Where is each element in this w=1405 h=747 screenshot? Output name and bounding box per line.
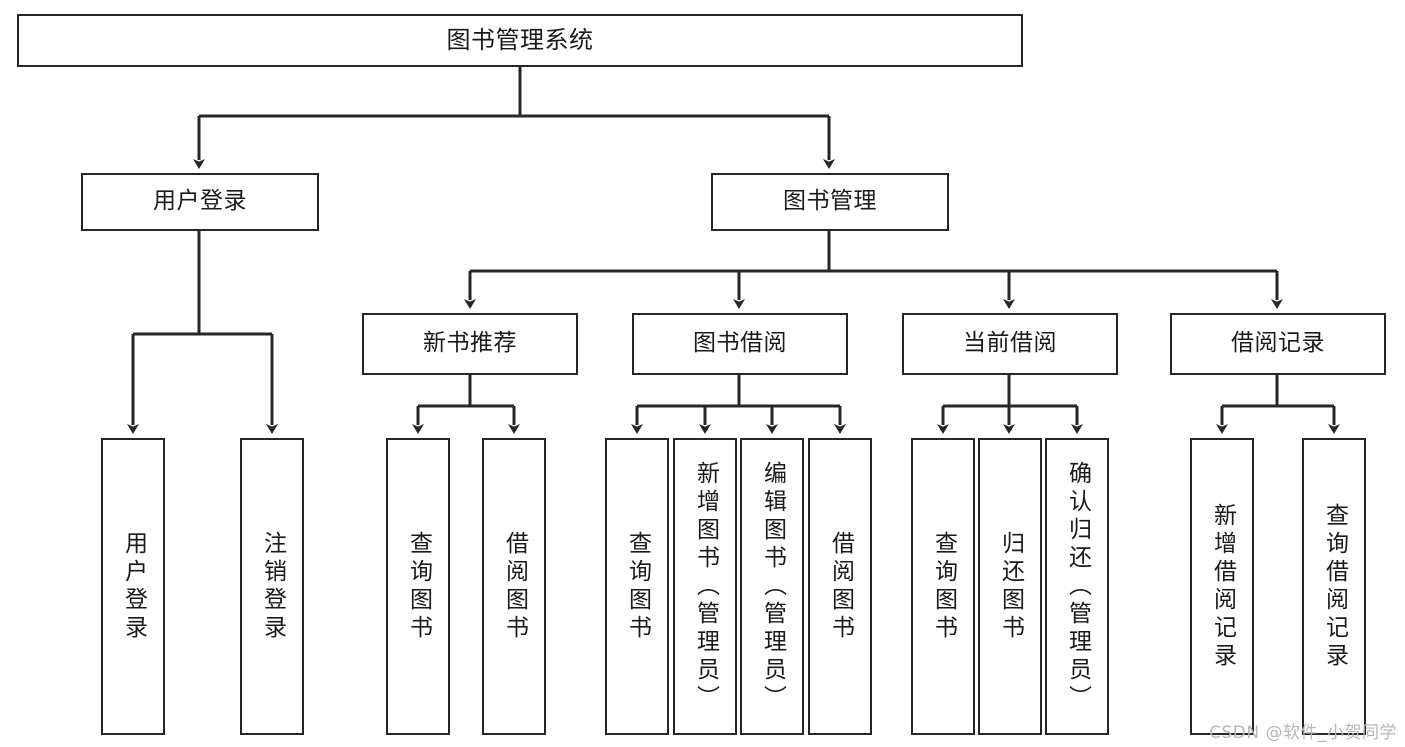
node-leaf-borrow-book-1-label: 借阅图书 [501, 530, 528, 643]
node-leaf-return-book-label: 归还图书 [997, 530, 1024, 643]
node-leaf-add-book-label: 新增图书（管理员） [692, 460, 719, 713]
node-leaf-user-login[interactable]: 用户登录 [101, 438, 165, 735]
node-leaf-query-book-1-label: 查询图书 [405, 530, 432, 643]
watermark-text: CSDN @软件_小贺同学 [1209, 723, 1397, 743]
node-root[interactable]: 图书管理系统 [17, 14, 1023, 67]
node-book-borrow[interactable]: 图书借阅 [632, 313, 848, 375]
node-leaf-logout-label: 注销登录 [259, 530, 286, 643]
node-leaf-edit-book[interactable]: 编辑图书（管理员） [740, 438, 804, 735]
node-leaf-query-record-label: 查询借阅记录 [1321, 502, 1348, 671]
node-leaf-add-record[interactable]: 新增借阅记录 [1190, 438, 1254, 735]
node-leaf-edit-book-label: 编辑图书（管理员） [759, 460, 786, 713]
node-leaf-return-book[interactable]: 归还图书 [978, 438, 1042, 735]
node-user-login-label: 用户登录 [153, 188, 247, 215]
node-root-label: 图书管理系统 [446, 26, 594, 55]
node-leaf-confirm-return[interactable]: 确认归还（管理员） [1045, 438, 1109, 735]
node-leaf-user-login-label: 用户登录 [120, 530, 147, 643]
node-leaf-query-record[interactable]: 查询借阅记录 [1302, 438, 1366, 735]
node-current-borrow-label: 当前借阅 [963, 330, 1057, 357]
node-leaf-add-record-label: 新增借阅记录 [1209, 502, 1236, 671]
node-leaf-borrow-book-2[interactable]: 借阅图书 [808, 438, 872, 735]
node-leaf-query-book-2[interactable]: 查询图书 [605, 438, 669, 735]
node-leaf-logout[interactable]: 注销登录 [240, 438, 304, 735]
node-borrow-record[interactable]: 借阅记录 [1170, 313, 1386, 375]
node-new-book-rec-label: 新书推荐 [423, 330, 517, 357]
node-book-manage[interactable]: 图书管理 [711, 173, 949, 231]
node-leaf-query-book-3-label: 查询图书 [930, 530, 957, 643]
node-new-book-rec[interactable]: 新书推荐 [362, 313, 578, 375]
node-book-borrow-label: 图书借阅 [693, 330, 787, 357]
node-user-login[interactable]: 用户登录 [81, 173, 319, 231]
node-leaf-add-book[interactable]: 新增图书（管理员） [673, 438, 737, 735]
node-leaf-query-book-2-label: 查询图书 [624, 530, 651, 643]
node-leaf-confirm-return-label: 确认归还（管理员） [1064, 460, 1091, 713]
node-leaf-borrow-book-2-label: 借阅图书 [827, 530, 854, 643]
node-leaf-query-book-1[interactable]: 查询图书 [386, 438, 450, 735]
node-book-manage-label: 图书管理 [783, 188, 877, 215]
node-current-borrow[interactable]: 当前借阅 [902, 313, 1118, 375]
node-leaf-query-book-3[interactable]: 查询图书 [911, 438, 975, 735]
node-borrow-record-label: 借阅记录 [1231, 330, 1325, 357]
node-leaf-borrow-book-1[interactable]: 借阅图书 [482, 438, 546, 735]
